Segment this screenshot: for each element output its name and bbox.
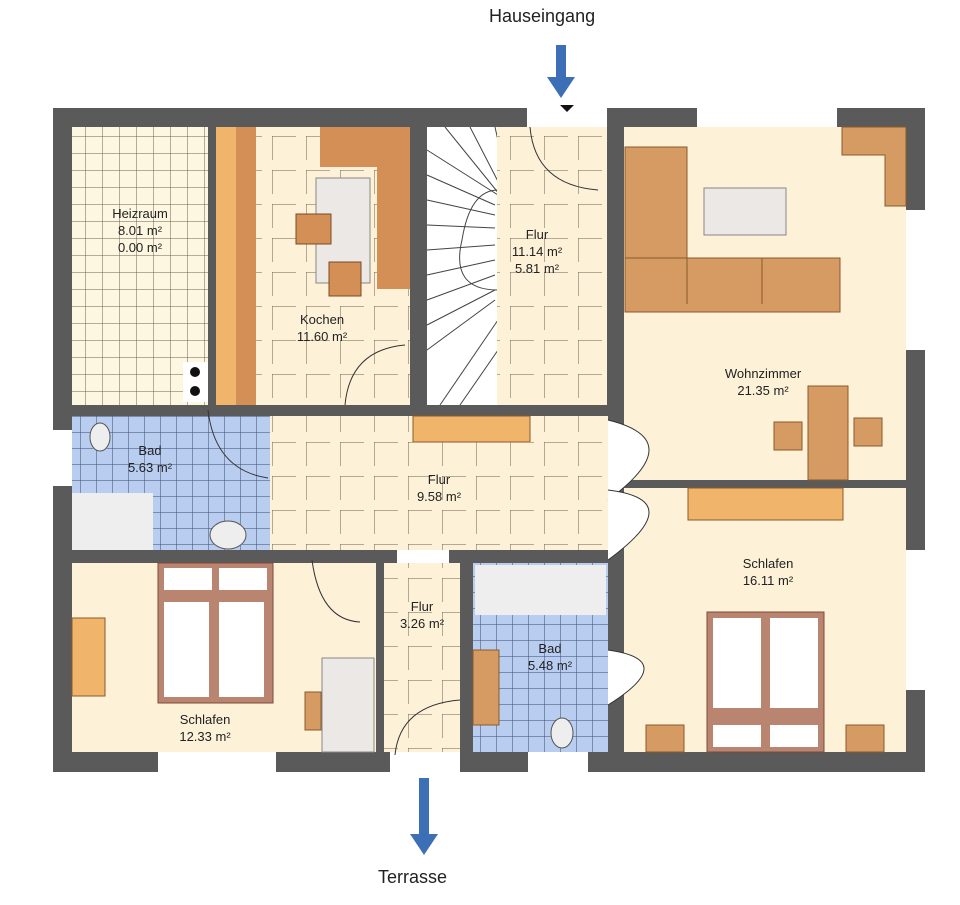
- room-label-kochen: Kochen 11.60 m²: [296, 312, 348, 344]
- entrance-arrow-icon: [547, 45, 575, 98]
- room-label-flur-klein: Flur 3.26 m²: [399, 599, 445, 631]
- room-label-bad-rechts: Bad 5.48 m²: [527, 641, 573, 673]
- room-label-flur-eingang: Flur 11.14 m² 5.81 m²: [511, 227, 563, 276]
- room-label-schlafen-links: Schlafen 12.33 m²: [179, 712, 231, 744]
- room-label-bad-links: Bad 5.63 m²: [127, 443, 173, 475]
- terrace-arrow-icon: [410, 778, 438, 855]
- room-label-wohnzimmer: Wohnzimmer 21.35 m²: [724, 366, 802, 398]
- room-label-heizraum: Heizraum 8.01 m² 0.00 m²: [112, 206, 168, 255]
- terrace-label: Terrasse: [378, 867, 448, 887]
- room-flur-klein: [384, 563, 460, 752]
- room-label-schlafen-rechts: Schlafen 16.11 m²: [742, 556, 794, 588]
- room-heizraum: [72, 127, 208, 405]
- entrance-label: Hauseingang: [489, 6, 596, 26]
- room-label-flur-mitte: Flur 9.58 m²: [416, 472, 462, 504]
